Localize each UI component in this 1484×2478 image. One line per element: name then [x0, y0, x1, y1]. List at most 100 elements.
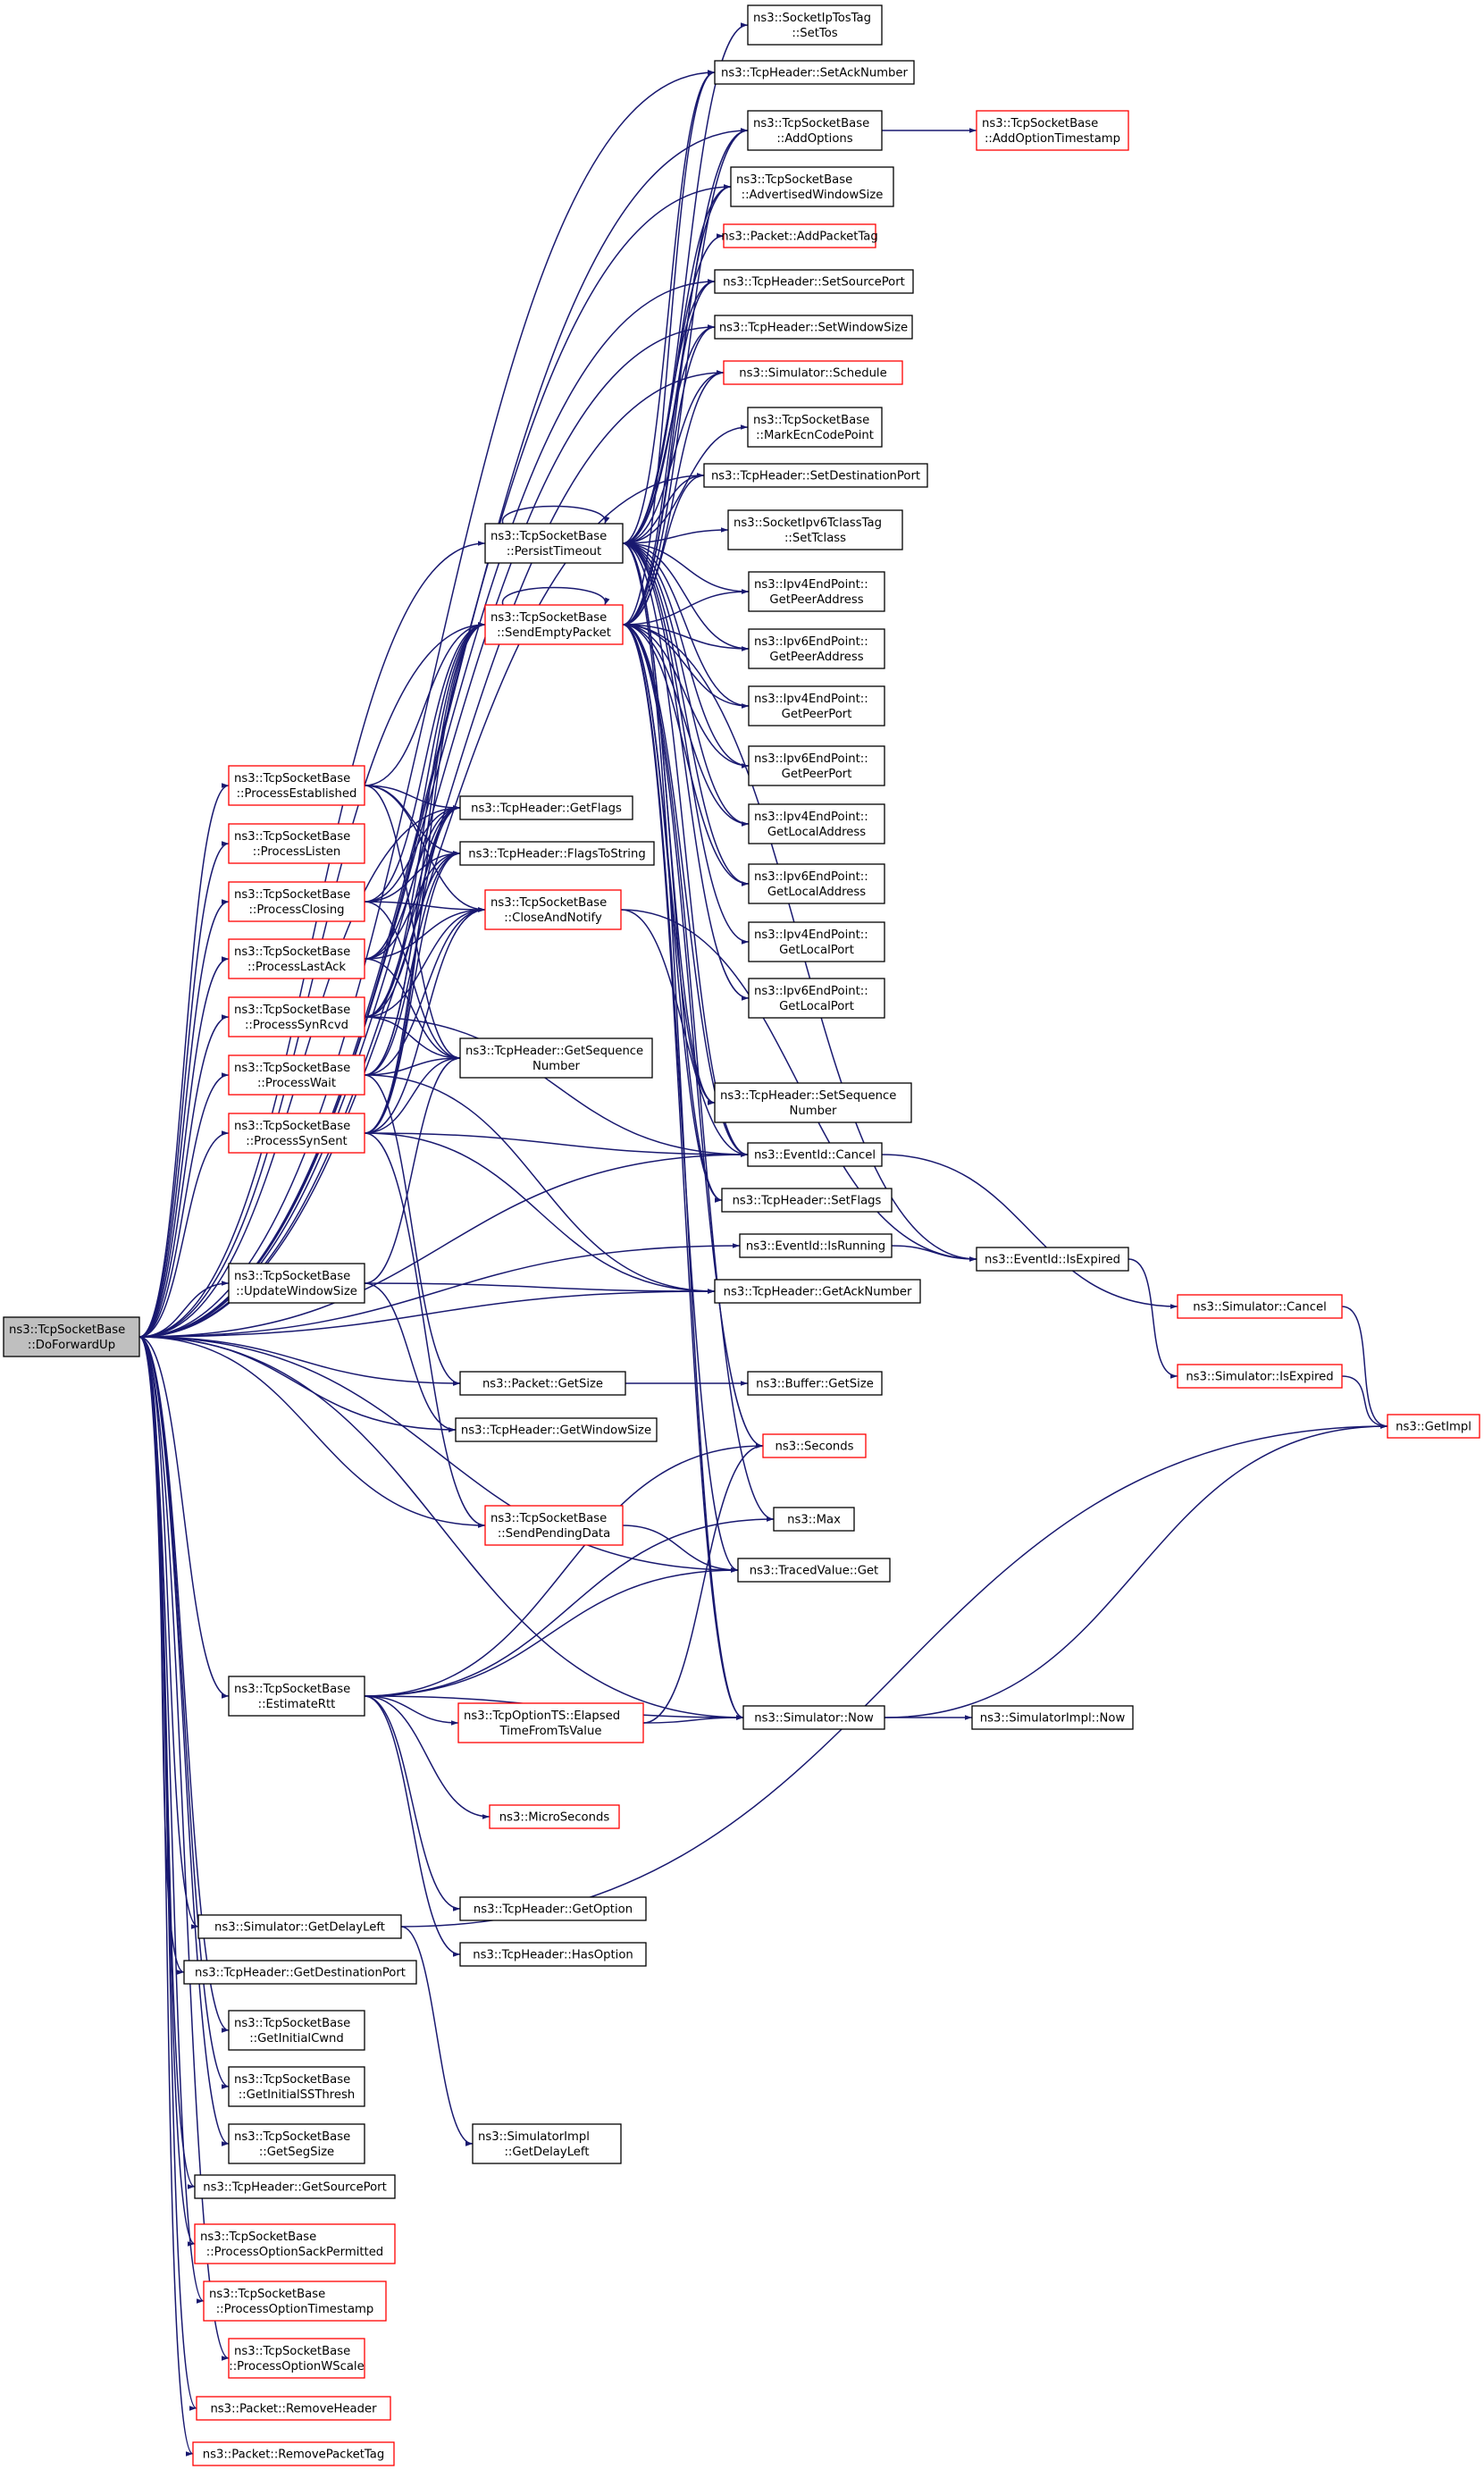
call-edge-n_procclosing-to-n_flagsstr: [364, 851, 461, 903]
node-box: [747, 407, 883, 448]
node-n-getdelay[interactable]: ns3::Simulator::GetDelayLeft: [197, 1914, 402, 1939]
node-n-proclisten[interactable]: ns3::TcpSocketBase::ProcessListen: [228, 823, 365, 864]
node-n-getimpl[interactable]: ns3::GetImpl: [1387, 1414, 1480, 1439]
node-n-addopt[interactable]: ns3::TcpSocketBase::AddOptions: [747, 110, 883, 151]
node-n-sched[interactable]: ns3::Simulator::Schedule: [723, 360, 903, 385]
node-label-line: ns3::Simulator::IsExpired: [1186, 1371, 1333, 1384]
node-n-settcl[interactable]: ns3::SocketIpv6TclassTag::SetTclass: [727, 509, 903, 550]
node-n-procsack[interactable]: ns3::TcpSocketBase::ProcessOptionSackPer…: [194, 2223, 396, 2264]
node-n-flagsstr[interactable]: ns3::TcpHeader::FlagsToString: [459, 841, 655, 866]
node-n-v6lp[interactable]: ns3::Ipv6EndPoint::GetLocalPort: [748, 978, 885, 1019]
node-label-line: ns3::Packet::RemoveHeader: [210, 2403, 377, 2416]
node-n-sendempty[interactable]: ns3::TcpSocketBase::SendEmptyPacket: [484, 604, 624, 645]
node-n-getflags[interactable]: ns3::TcpHeader::GetFlags: [459, 795, 633, 820]
node-box: [183, 1960, 417, 1985]
node-box: [727, 509, 903, 550]
node-label-line: ns3::TcpHeader::SetWindowSize: [719, 322, 908, 335]
call-edge-n_persist-to-n_v4pp: [622, 542, 750, 709]
node-n-procwait[interactable]: ns3::TcpSocketBase::ProcessWait: [228, 1054, 365, 1096]
node-n-v4la[interactable]: ns3::Ipv4EndPoint::GetLocalAddress: [748, 803, 885, 844]
node-n-procsynrcvd[interactable]: ns3::TcpSocketBase::ProcessSynRcvd: [228, 996, 365, 1037]
node-n-settos[interactable]: ns3::SocketIpTosTag::SetTos: [747, 4, 883, 46]
node-n-advwin[interactable]: ns3::TcpSocketBase::AdvertisedWindowSize: [730, 166, 894, 207]
node-box: [714, 1082, 912, 1123]
node-n-procts[interactable]: ns3::TcpSocketBase::ProcessOptionTimesta…: [203, 2281, 387, 2322]
call-edge-n_procwait-to-n_getack: [364, 1074, 716, 1294]
node-n-simnow[interactable]: ns3::Simulator::Now: [742, 1705, 885, 1730]
node-n-tvget[interactable]: ns3::TracedValue::Get: [737, 1558, 891, 1583]
node-n-setack[interactable]: ns3::TcpHeader::SetAckNumber: [714, 60, 915, 85]
node-n-evcancel[interactable]: ns3::EventId::Cancel: [747, 1142, 883, 1167]
node-n-persist[interactable]: ns3::TcpSocketBase::PersistTimeout: [484, 523, 624, 564]
node-n-getwin[interactable]: ns3::TcpHeader::GetWindowSize: [455, 1417, 658, 1442]
node-n-markecn[interactable]: ns3::TcpSocketBase::MarkEcnCodePoint: [747, 407, 883, 448]
node-n-v6la[interactable]: ns3::Ipv6EndPoint::GetLocalAddress: [748, 863, 885, 904]
node-box: [1177, 1294, 1343, 1319]
node-n-implgetdelay[interactable]: ns3::SimulatorImpl::GetDelayLeft: [472, 2123, 622, 2164]
node-n-seconds[interactable]: ns3::Seconds: [762, 1433, 867, 1458]
node-n-addtag[interactable]: ns3::Packet::AddPacketTag: [721, 223, 878, 248]
call-edge-n_procsynsent-to-n_getseq: [364, 1055, 461, 1134]
node-box: [489, 1804, 620, 1829]
node-n-v6pp[interactable]: ns3::Ipv6EndPoint::GetPeerPort: [748, 745, 885, 786]
node-n-max[interactable]: ns3::Max: [773, 1507, 855, 1532]
node-n-evexpired[interactable]: ns3::EventId::IsExpired: [976, 1247, 1129, 1272]
call-edge-n_sendempty-to-n_setdst: [622, 473, 705, 626]
node-n-rmhdr[interactable]: ns3::Packet::RemoveHeader: [196, 2396, 391, 2421]
call-edge-n_sendempty-to-n_max: [622, 624, 775, 1522]
node-n-rmtag[interactable]: ns3::Packet::RemovePacketTag: [192, 2441, 395, 2466]
node-n-procclosing[interactable]: ns3::TcpSocketBase::ProcessClosing: [228, 881, 365, 922]
node-n-addts[interactable]: ns3::TcpSocketBase::AddOptionTimestamp: [976, 110, 1129, 151]
node-box: [971, 1705, 1134, 1730]
call-edge-n_estrtt-to-n_hasopt: [364, 1695, 461, 1957]
node-n-v6pa[interactable]: ns3::Ipv6EndPoint::GetPeerAddress: [748, 628, 885, 669]
node-n-setsrc[interactable]: ns3::TcpHeader::SetSourcePort: [714, 269, 914, 294]
node-label-line: ns3::Simulator::Cancel: [1193, 1301, 1326, 1315]
node-n-simcancel[interactable]: ns3::Simulator::Cancel: [1177, 1294, 1343, 1319]
node-n-simisexp[interactable]: ns3::Simulator::IsExpired: [1177, 1364, 1343, 1389]
node-n-updatewin[interactable]: ns3::TcpSocketBase::UpdateWindowSize: [228, 1263, 365, 1304]
node-n-setdst[interactable]: ns3::TcpHeader::SetDestinationPort: [703, 463, 928, 488]
node-box: [228, 938, 365, 979]
node-n-v4pa[interactable]: ns3::Ipv4EndPoint::GetPeerAddress: [748, 571, 885, 612]
node-n-estrtt[interactable]: ns3::TcpSocketBase::EstimateRtt: [228, 1676, 365, 1717]
node-n-initcwnd[interactable]: ns3::TcpSocketBase::GetInitialCwnd: [228, 2010, 365, 2051]
node-label-line: ns3::TcpSocketBase: [753, 414, 869, 427]
node-n-getsrcport[interactable]: ns3::TcpHeader::GetSourcePort: [194, 2174, 396, 2199]
node-box: [742, 1705, 885, 1730]
node-n-getopt[interactable]: ns3::TcpHeader::GetOption: [459, 1896, 647, 1921]
node-root[interactable]: ns3::TcpSocketBase::DoForwardUp: [3, 1316, 140, 1357]
node-n-initss[interactable]: ns3::TcpSocketBase::GetInitialSSThresh: [228, 2066, 365, 2107]
node-box: [228, 2123, 365, 2164]
node-n-proclastack[interactable]: ns3::TcpSocketBase::ProcessLastAck: [228, 938, 365, 979]
node-n-pktsize[interactable]: ns3::Packet::GetSize: [459, 1371, 626, 1396]
node-n-evrunning[interactable]: ns3::EventId::IsRunning: [739, 1233, 893, 1258]
call-edge-n_persist-to-n_settcl: [622, 527, 729, 544]
call-edge-n_procwait-to-n_getflags: [364, 805, 461, 1076]
node-n-setwin[interactable]: ns3::TcpHeader::SetWindowSize: [714, 315, 913, 340]
node-n-v4lp[interactable]: ns3::Ipv4EndPoint::GetLocalPort: [748, 921, 885, 962]
node-n-sendpending[interactable]: ns3::TcpSocketBase::SendPendingData: [484, 1505, 624, 1546]
node-n-procest[interactable]: ns3::TcpSocketBase::ProcessEstablished: [228, 765, 365, 806]
node-n-implnow[interactable]: ns3::SimulatorImpl::Now: [971, 1705, 1134, 1730]
node-box: [703, 463, 928, 488]
node-n-hasopt[interactable]: ns3::TcpHeader::HasOption: [459, 1942, 647, 1967]
node-n-getack[interactable]: ns3::TcpHeader::GetAckNumber: [714, 1279, 921, 1304]
node-n-procsynsent[interactable]: ns3::TcpSocketBase::ProcessSynSent: [228, 1113, 365, 1154]
node-n-micro[interactable]: ns3::MicroSeconds: [489, 1804, 620, 1829]
node-n-closenotify[interactable]: ns3::TcpSocketBase::CloseAndNotify: [484, 889, 622, 930]
node-n-segsize[interactable]: ns3::TcpSocketBase::GetSegSize: [228, 2123, 365, 2164]
call-edge-n_sendempty-to-n_v4la: [622, 624, 750, 827]
node-n-getdstport[interactable]: ns3::TcpHeader::GetDestinationPort: [183, 1960, 417, 1985]
node-box: [203, 2281, 387, 2322]
node-label-line: ns3::TcpHeader::SetSequence: [720, 1089, 896, 1103]
node-n-bufsize[interactable]: ns3::Buffer::GetSize: [747, 1371, 883, 1396]
call-edge-n_persist-to-n_v6la: [622, 542, 750, 886]
call-edge-n_procsynrcvd-to-n_getflags: [364, 805, 461, 1018]
node-n-v4pp[interactable]: ns3::Ipv4EndPoint::GetPeerPort: [748, 685, 885, 727]
node-n-setflags[interactable]: ns3::TcpHeader::SetFlags: [721, 1188, 893, 1213]
node-n-procws[interactable]: ns3::TcpSocketBase::ProcessOptionWScale: [228, 2338, 365, 2379]
